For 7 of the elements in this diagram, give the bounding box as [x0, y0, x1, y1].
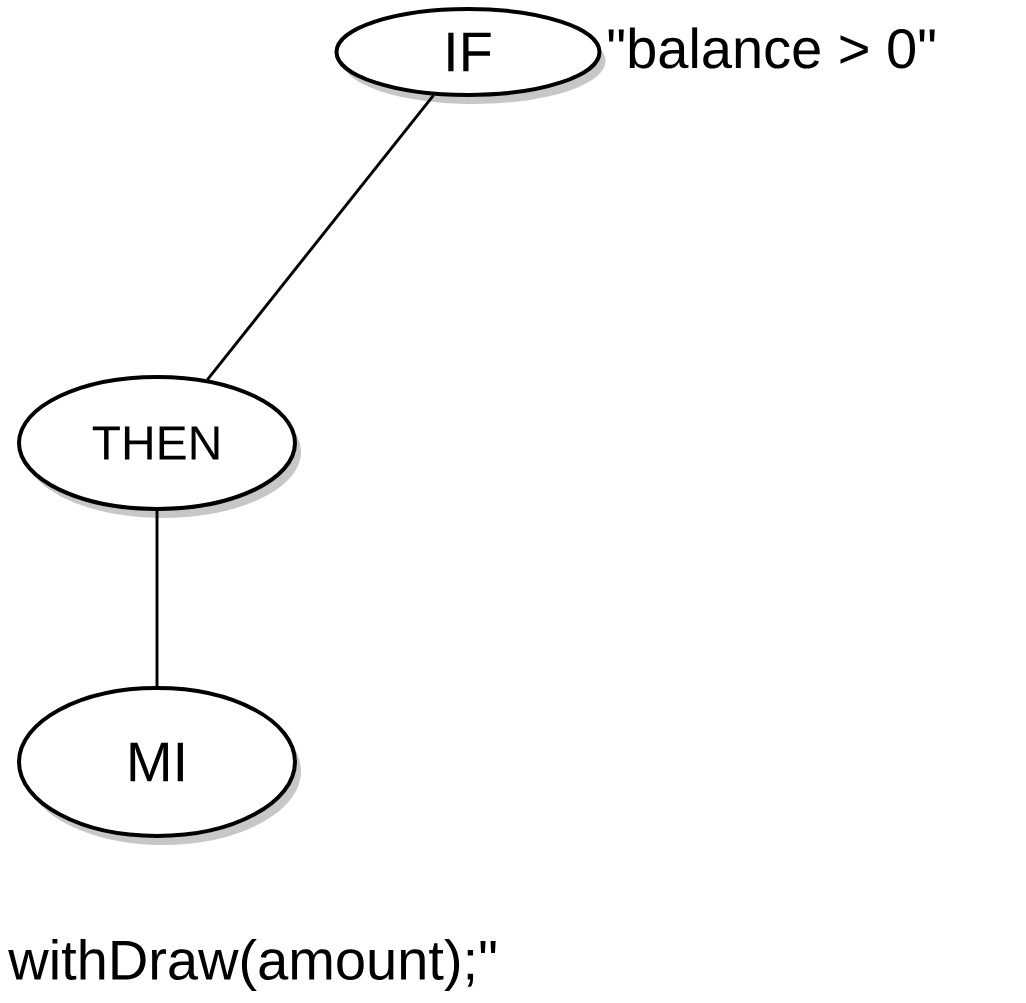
ellipse-node: MI — [17, 686, 301, 845]
connector-line — [155, 511, 159, 686]
condition-text: withDraw(amount);" — [8, 938, 496, 992]
connector-line — [206, 94, 435, 381]
ellipse-node: THEN — [17, 375, 301, 518]
condition-text: "balance > 0" — [608, 27, 935, 69]
ellipse-node: IF — [334, 7, 606, 104]
